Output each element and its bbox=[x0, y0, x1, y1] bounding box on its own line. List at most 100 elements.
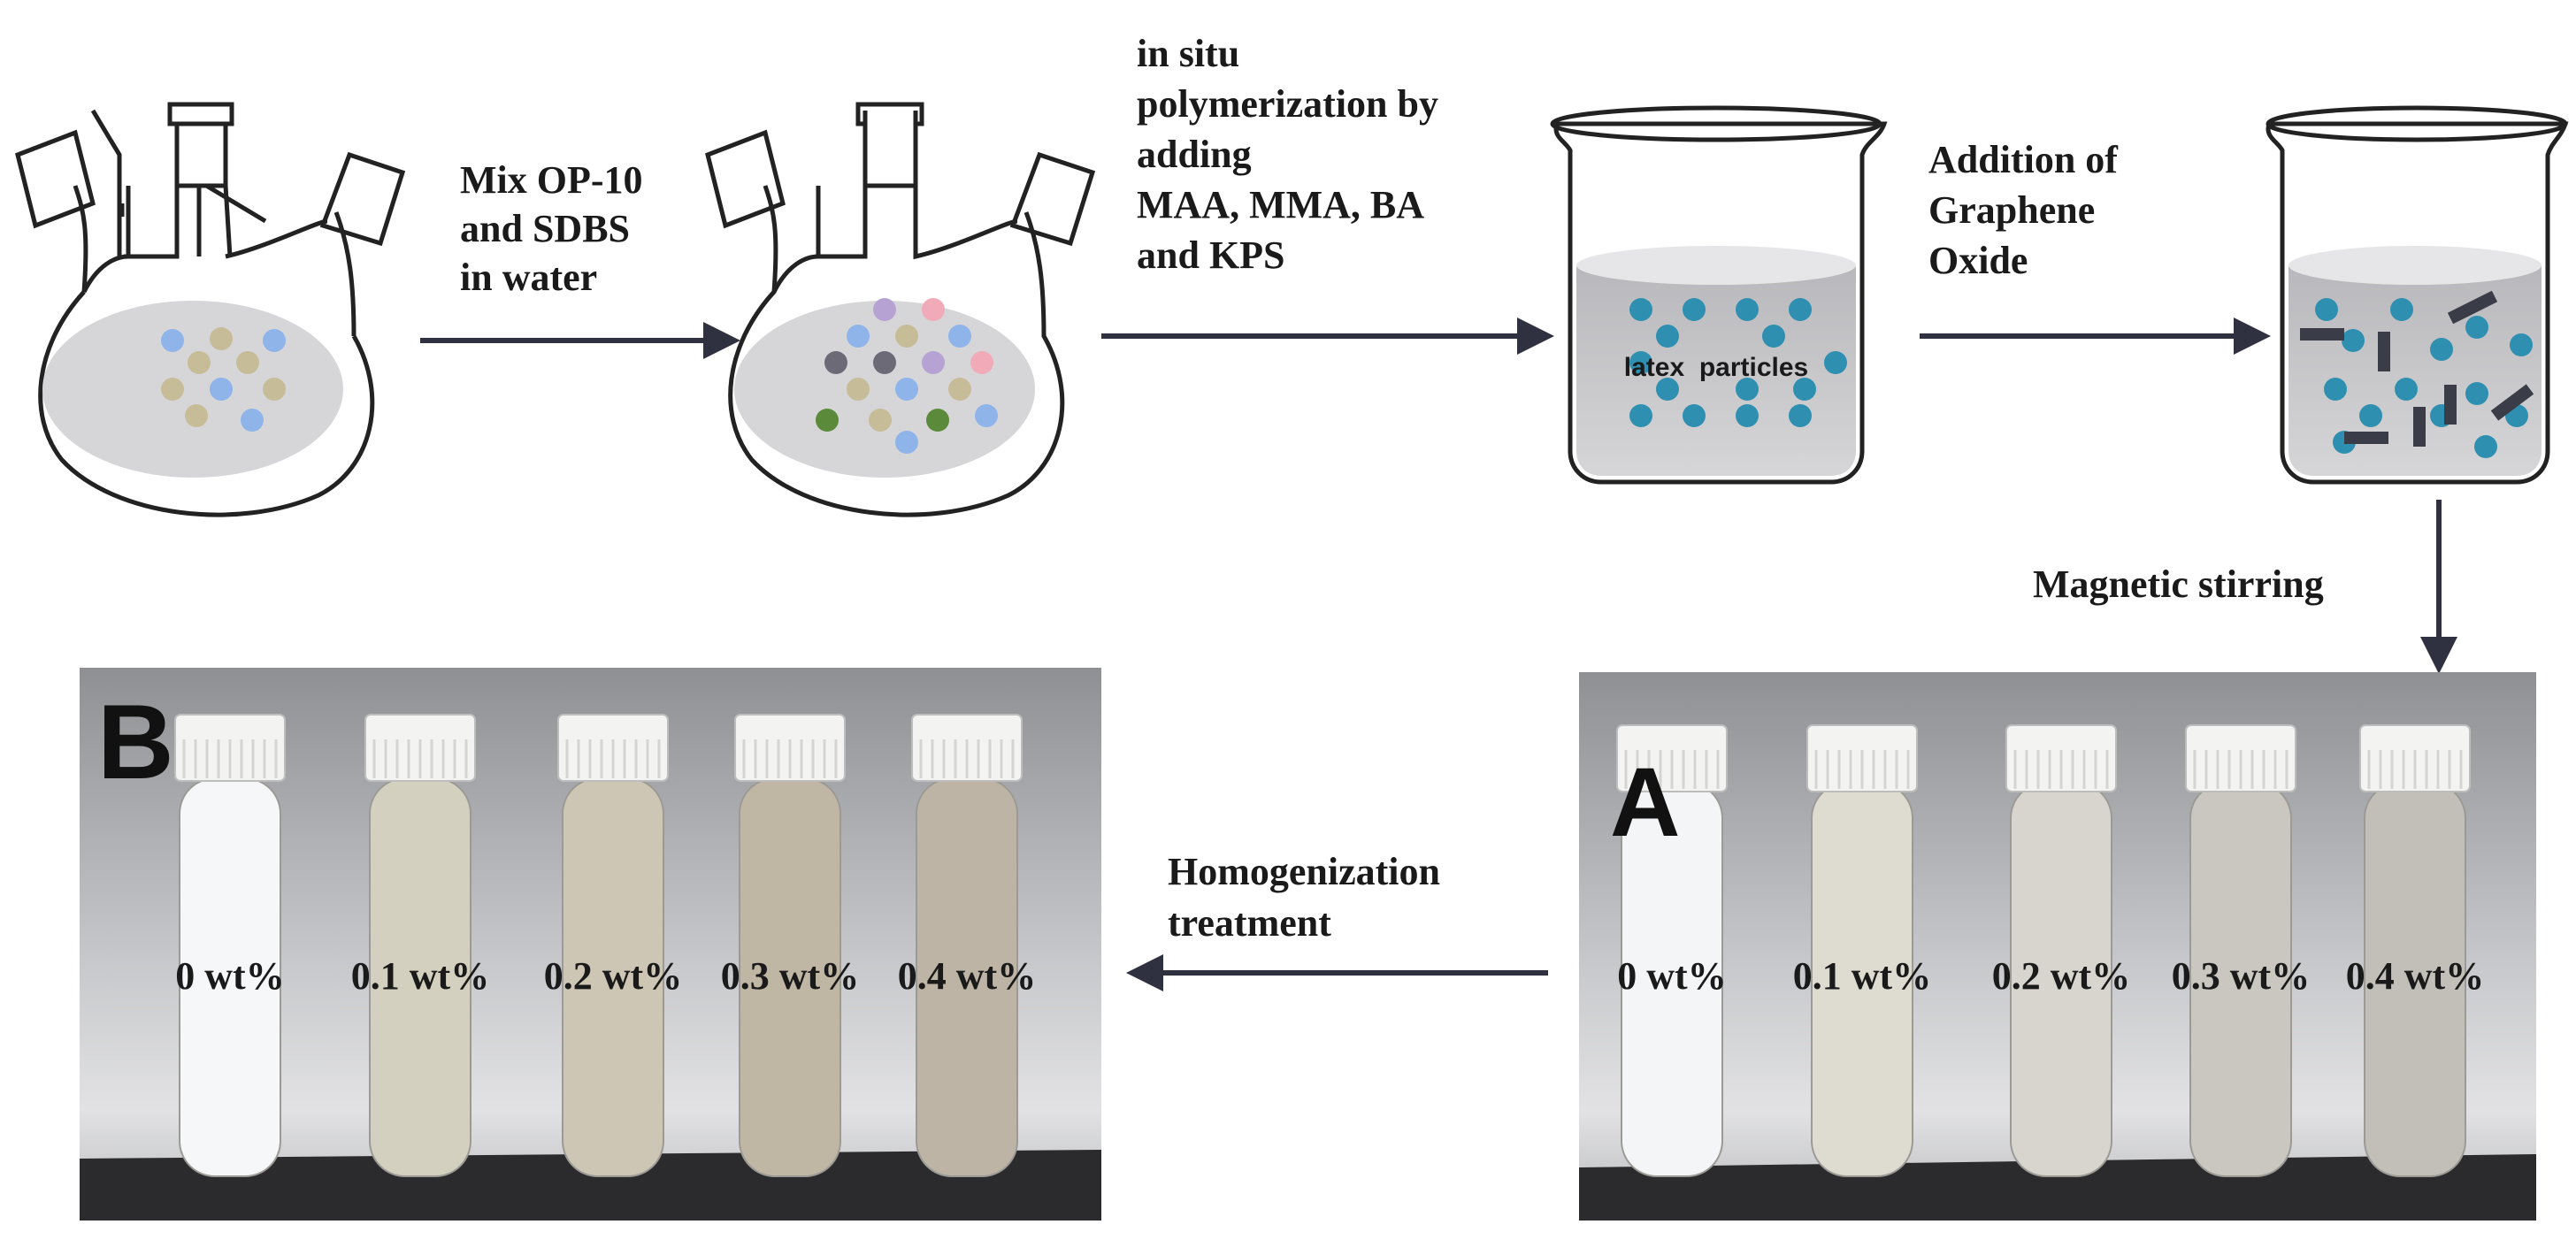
panel-b-tube-1: 0.1 wt% bbox=[351, 714, 489, 1177]
graphene-oxide-sheets bbox=[2300, 290, 2534, 447]
particle bbox=[161, 378, 184, 401]
step-2-line-2: polymerization by bbox=[1137, 82, 1438, 126]
latex-particle bbox=[2465, 316, 2488, 339]
step-1-line-1: Mix OP-10 bbox=[460, 158, 643, 202]
step-2-line-5: and KPS bbox=[1137, 233, 1285, 277]
particle bbox=[241, 409, 264, 432]
panel-b-tube-label: 0 wt% bbox=[175, 954, 284, 998]
step-5-line-2: treatment bbox=[1168, 901, 1331, 945]
step-2-line-4: MAA, MMA, BA bbox=[1137, 183, 1424, 226]
graphene-oxide-sheet bbox=[2447, 290, 2498, 325]
particle bbox=[161, 329, 184, 352]
latex-particle bbox=[1736, 298, 1759, 321]
latex-particle bbox=[1789, 298, 1812, 321]
panel-b-letter: B bbox=[97, 683, 174, 801]
particle bbox=[185, 404, 208, 427]
particle bbox=[210, 378, 233, 401]
latex-particle bbox=[1736, 404, 1759, 427]
beaker-1 bbox=[1550, 105, 1888, 485]
panel-a-tube-label: 0 wt% bbox=[1617, 954, 1726, 998]
particle bbox=[922, 351, 945, 374]
tubes-b: 0 wt%0.1 wt%0.2 wt%0.3 wt%0.4 wt% bbox=[174, 714, 1036, 1177]
panel-a-letter: A bbox=[1610, 748, 1680, 857]
step-5-line-1: Homogenization bbox=[1168, 850, 1440, 893]
flask-1-solution bbox=[42, 301, 343, 478]
latex-particle bbox=[2390, 298, 2413, 321]
particle bbox=[263, 329, 286, 352]
latex-particles-label: latex particles bbox=[1624, 353, 1808, 382]
graphene-oxide-sheet bbox=[2490, 384, 2534, 421]
latex-particle bbox=[2359, 404, 2382, 427]
latex-particle bbox=[1629, 404, 1652, 427]
tubes-a: 0 wt% 0.1 wt% 0.2 wt% 0.3 wt% 0.4 wt% bbox=[1616, 724, 2484, 1177]
latex-particle bbox=[1629, 298, 1652, 321]
particle bbox=[263, 378, 286, 401]
step-3-line-1: Addition of bbox=[1928, 138, 2119, 181]
particle bbox=[236, 351, 259, 374]
panel-a-tube-label: 0.4 wt% bbox=[2346, 954, 2484, 998]
flask-2-solution bbox=[734, 301, 1035, 478]
particle bbox=[895, 431, 918, 454]
latex-particle bbox=[1762, 325, 1785, 348]
latex-particle bbox=[2395, 378, 2418, 401]
latex-particle bbox=[1824, 351, 1847, 374]
panel-b-tube-label: 0.1 wt% bbox=[351, 954, 489, 998]
step-1-line-3: in water bbox=[460, 256, 597, 299]
step-1-line-2: and SDBS bbox=[460, 207, 630, 250]
panel-a-tube-1: 0.1 wt% bbox=[1793, 724, 1931, 1177]
step-3-line-2: Graphene bbox=[1928, 188, 2095, 232]
latex-particle bbox=[1656, 378, 1679, 401]
photo-panel-a: 0 wt% 0.1 wt% 0.2 wt% 0.3 wt% 0.4 wt% A bbox=[1579, 672, 2536, 1221]
particle bbox=[869, 409, 892, 432]
latex-particle bbox=[1793, 378, 1816, 401]
particle bbox=[970, 351, 993, 374]
flask-1 bbox=[15, 102, 406, 517]
particle bbox=[847, 378, 870, 401]
latex-particle bbox=[1629, 351, 1652, 374]
particle bbox=[816, 409, 839, 432]
step-4-text: Magnetic stirring bbox=[2033, 562, 2324, 606]
panel-a-tube-label: 0.2 wt% bbox=[1992, 954, 2130, 998]
particle bbox=[975, 404, 998, 427]
flask-1-particles bbox=[161, 327, 286, 432]
particle bbox=[948, 378, 971, 401]
latex-particle bbox=[2342, 329, 2365, 352]
particle bbox=[895, 378, 918, 401]
particle bbox=[847, 325, 870, 348]
panel-a-tube-0: 0 wt% bbox=[1616, 724, 1728, 1177]
latex-particle bbox=[2430, 338, 2453, 361]
latex-particle bbox=[2465, 382, 2488, 405]
step-2-line-3: adding bbox=[1137, 133, 1252, 176]
latex-particle bbox=[2510, 333, 2533, 356]
panel-a-tube-label: 0.3 wt% bbox=[2172, 954, 2310, 998]
step-2-line-1: in situ bbox=[1137, 32, 1239, 75]
latex-particle bbox=[2474, 435, 2497, 458]
particle bbox=[873, 351, 896, 374]
particle bbox=[188, 351, 211, 374]
panel-b-tube-2: 0.2 wt% bbox=[544, 714, 682, 1177]
flask-2-particles bbox=[816, 298, 998, 454]
panel-b-tube-0: 0 wt% bbox=[174, 714, 286, 1177]
latex-particle bbox=[1656, 325, 1679, 348]
panel-b-tube-label: 0.3 wt% bbox=[721, 954, 859, 998]
particle bbox=[210, 327, 233, 350]
panel-b-tube-3: 0.3 wt% bbox=[721, 714, 859, 1177]
flask-2 bbox=[705, 102, 1096, 517]
latex-particle bbox=[1683, 404, 1706, 427]
particle bbox=[926, 409, 949, 432]
panel-a-tube-2: 0.2 wt% bbox=[1992, 724, 2130, 1177]
panel-a-tube-label: 0.1 wt% bbox=[1793, 954, 1931, 998]
particle bbox=[824, 351, 847, 374]
beaker-1-particles bbox=[1629, 298, 1847, 427]
panel-a-tube-4: 0.4 wt% bbox=[2346, 724, 2484, 1177]
panel-a-tube-3: 0.3 wt% bbox=[2172, 724, 2310, 1177]
latex-particle bbox=[1789, 404, 1812, 427]
latex-particle bbox=[1683, 298, 1706, 321]
panel-b-tube-label: 0.2 wt% bbox=[544, 954, 682, 998]
step-2-text: in situ polymerization by adding MAA, MM… bbox=[1137, 32, 1448, 277]
particle bbox=[922, 298, 945, 321]
latex-particle bbox=[2324, 378, 2347, 401]
step-3-text: Addition of Graphene Oxide bbox=[1928, 138, 2128, 282]
particle bbox=[873, 298, 896, 321]
